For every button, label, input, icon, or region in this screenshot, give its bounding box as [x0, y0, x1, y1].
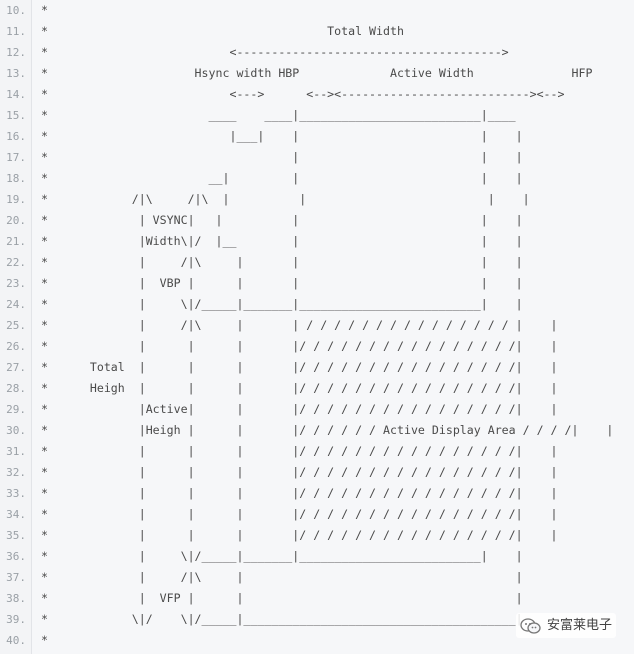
code-line: 29. * |Active| | |/ / / / / / / / / / / /…: [0, 399, 634, 420]
line-number: 34.: [6, 508, 26, 521]
line-number: 20.: [6, 214, 26, 227]
code-text: * Hsync width HBP Active Width HFP: [41, 66, 593, 80]
code-line: 22. * | /|\ | | | |: [0, 252, 634, 273]
code-line: 20. * | VSYNC| | | | |: [0, 210, 634, 231]
watermark: 安富莱电子: [515, 613, 616, 638]
code-text: * Total Width: [41, 24, 404, 38]
line-number: 19.: [6, 193, 26, 206]
code-text: * |Width\|/ |__ | | |: [41, 234, 523, 248]
line-number: 21.: [6, 235, 26, 248]
code-line: 27. * Total | | | |/ / / / / / / / / / / …: [0, 357, 634, 378]
code-text: * \|/ \|/_____|_________________________…: [41, 612, 523, 626]
line-number: 32.: [6, 466, 26, 479]
code-text: * <-------------------------------------…: [41, 45, 509, 59]
code-line: 40. *: [0, 630, 634, 651]
code-line: 37. * | /|\ | |: [0, 567, 634, 588]
code-line: 15. * ____ ____|_________________________…: [0, 105, 634, 126]
code-text: * Total | | | |/ / / / / / / / / / / / /…: [41, 360, 558, 374]
line-number: 37.: [6, 571, 26, 584]
line-number: 35.: [6, 529, 26, 542]
line-number-gutter: [0, 0, 32, 654]
line-number: 18.: [6, 172, 26, 185]
code-text: * __| | | |: [41, 171, 523, 185]
code-line: 34. * | | | |/ / / / / / / / / / / / / / …: [0, 504, 634, 525]
code-line: 16. * |___| | | |: [0, 126, 634, 147]
code-text: * | | | |/ / / / / / / / / / / / / / / /…: [41, 528, 558, 542]
code-text: * | | | |/ / / / / / / / / / / / / / / /…: [41, 465, 558, 479]
code-line: 25. * | /|\ | | / / / / / / / / / / / / /…: [0, 315, 634, 336]
code-text: * | /|\ | | / / / / / / / / / / / / / / …: [41, 318, 558, 332]
line-number: 24.: [6, 298, 26, 311]
code-line: 31. * | | | |/ / / / / / / / / / / / / / …: [0, 441, 634, 462]
code-text: * | VBP | | | | |: [41, 276, 523, 290]
code-line: 14. * <---> <--><------------------------…: [0, 84, 634, 105]
line-number: 16.: [6, 130, 26, 143]
line-number: 33.: [6, 487, 26, 500]
code-text: * ____ ____|__________________________|_…: [41, 108, 516, 122]
code-text: * Heigh | | | |/ / / / / / / / / / / / /…: [41, 381, 558, 395]
code-line: 12. * <----------------------------------…: [0, 42, 634, 63]
line-number: 38.: [6, 592, 26, 605]
code-line: 36. * | \|/_____|_______|________________…: [0, 546, 634, 567]
code-text: * | VFP | | |: [41, 591, 523, 605]
code-text: * | VSYNC| | | | |: [41, 213, 523, 227]
line-number: 31.: [6, 445, 26, 458]
line-number: 13.: [6, 67, 26, 80]
code-line: 32. * | | | |/ / / / / / / / / / / / / / …: [0, 462, 634, 483]
code-line: 11. * Total Width: [0, 21, 634, 42]
line-number: 28.: [6, 382, 26, 395]
code-line: 39. * \|/ \|/_____|______________________…: [0, 609, 634, 630]
code-text: * | \|/_____|_______|___________________…: [41, 297, 523, 311]
code-text: * |___| | | |: [41, 129, 523, 143]
code-text: * | /|\ | | | |: [41, 255, 523, 269]
line-number: 22.: [6, 256, 26, 269]
code-line: 10. *: [0, 0, 634, 21]
code-text: *: [41, 3, 48, 17]
code-line: 24. * | \|/_____|_______|________________…: [0, 294, 634, 315]
code-text: * /|\ /|\ | | | |: [41, 192, 530, 206]
code-line: 35. * | | | |/ / / / / / / / / / / / / / …: [0, 525, 634, 546]
line-number: 14.: [6, 88, 26, 101]
line-number: 27.: [6, 361, 26, 374]
line-number: 30.: [6, 424, 26, 437]
line-number: 15.: [6, 109, 26, 122]
code-text: * <---> <--><---------------------------…: [41, 87, 565, 101]
code-line: 19. * /|\ /|\ | | | |: [0, 189, 634, 210]
line-number: 36.: [6, 550, 26, 563]
code-text: * | /|\ | |: [41, 570, 523, 584]
line-number: 25.: [6, 319, 26, 332]
line-number: 23.: [6, 277, 26, 290]
line-number: 39.: [6, 613, 26, 626]
code-line: 18. * __| | | |: [0, 168, 634, 189]
code-line: 23. * | VBP | | | | |: [0, 273, 634, 294]
code-line: 33. * | | | |/ / / / / / / / / / / / / / …: [0, 483, 634, 504]
code-text: * |Active| | |/ / / / / / / / / / / / / …: [41, 402, 558, 416]
wechat-icon: [520, 617, 542, 635]
code-text: * | | | |/ / / / / / / / / / / / / / / /…: [41, 444, 558, 458]
line-number: 17.: [6, 151, 26, 164]
code-line: 13. * Hsync width HBP Active Width HFP: [0, 63, 634, 84]
code-text: * | | | |/ / / / / / / / / / / / / / / /…: [41, 339, 558, 353]
code-line: 26. * | | | |/ / / / / / / / / / / / / / …: [0, 336, 634, 357]
code-text: *: [41, 633, 48, 647]
line-number: 12.: [6, 46, 26, 59]
line-number: 10.: [6, 4, 26, 17]
code-text: * |Heigh | | |/ / / / / / Active Display…: [41, 423, 614, 437]
code-text: * | \|/_____|_______|___________________…: [41, 549, 523, 563]
line-number: 11.: [6, 25, 26, 38]
line-number: 40.: [6, 634, 26, 647]
code-line: 38. * | VFP | | |: [0, 588, 634, 609]
code-text: * | | | |/ / / / / / / / / / / / / / / /…: [41, 507, 558, 521]
code-line: 30. * |Heigh | | |/ / / / / / Active Disp…: [0, 420, 634, 441]
code-text: * | | |: [41, 150, 523, 164]
code-line: 17. * | | |: [0, 147, 634, 168]
code-line: 28. * Heigh | | | |/ / / / / / / / / / / …: [0, 378, 634, 399]
line-number: 26.: [6, 340, 26, 353]
code-line: 21. * |Width\|/ |__ | | |: [0, 231, 634, 252]
code-text: * | | | |/ / / / / / / / / / / / / / / /…: [41, 486, 558, 500]
watermark-text: 安富莱电子: [546, 618, 612, 633]
line-number: 29.: [6, 403, 26, 416]
